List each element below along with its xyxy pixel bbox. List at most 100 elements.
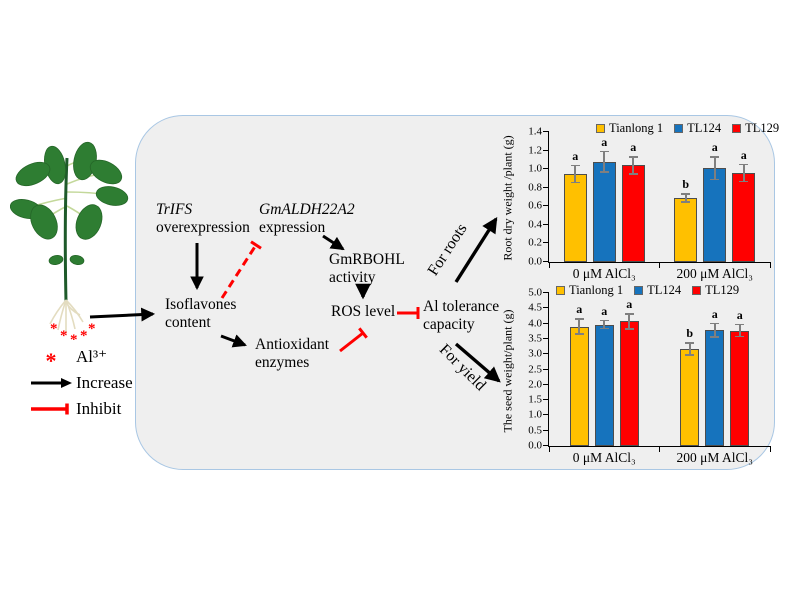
error-bar-line [574, 164, 577, 184]
legend-item: Tianlong 1 [596, 121, 663, 136]
y-tick-label: 2.5 [528, 363, 542, 375]
x-tick-mark [659, 446, 660, 452]
x-tick-mark [659, 262, 660, 268]
error-bar-cap-top [599, 319, 609, 322]
significance-letter: a [601, 134, 608, 149]
legend-swatch [556, 286, 565, 295]
y-tick-mark [543, 353, 549, 355]
significance-letter: a [711, 306, 718, 321]
y-tick-mark [543, 383, 549, 385]
error-bar-cap-top [685, 342, 695, 344]
legend-item: TL124 [674, 121, 721, 136]
inhibit-label: Inhibit [76, 399, 122, 418]
error-bar-line [713, 322, 716, 338]
al-asterisk-icon: * [45, 348, 57, 373]
legend-swatch [674, 124, 684, 133]
y-tick-label: 0.5 [528, 424, 542, 437]
y-tick-mark [543, 307, 549, 309]
significance-letter: a [572, 148, 579, 163]
category-label: 0 μM AlCl₃ [572, 450, 636, 465]
y-tick-mark [543, 322, 549, 324]
error-bar-line [742, 163, 745, 183]
bar-rect [730, 330, 750, 446]
bar-rect [594, 324, 614, 446]
error-bar-cap-top [710, 322, 720, 325]
ros-label: ROS level [331, 303, 396, 320]
x-tick-mark [769, 446, 771, 452]
y-tick-mark [543, 168, 549, 170]
node-gmrbohl-activity: GmRBOHL activity [329, 251, 405, 287]
significance-letter: b [686, 326, 694, 341]
significance-letter: b [682, 177, 690, 192]
node-antioxidant-enzymes: Antioxidant enzymes [255, 336, 329, 372]
error-bar-line [688, 342, 691, 356]
gmaldh-gene-name: GmALDH22A2 [259, 201, 355, 218]
bar-rect [563, 173, 587, 262]
plant-icon: *** ** [9, 141, 129, 348]
symbol-legend: * Al³⁺ Increase Inhibit [26, 344, 156, 422]
error-bar-cap-top [599, 150, 609, 153]
y-tick-label: 0.6 [528, 199, 542, 212]
x-tick-mark [548, 446, 550, 452]
svg-text:*: * [80, 328, 88, 340]
error-bar-cap-top [624, 313, 634, 315]
y-tick-label: 1.5 [528, 393, 542, 406]
y-tick-mark [543, 131, 549, 132]
y-tick-label: 5.0 [528, 286, 542, 299]
legend-item: TL129 [692, 283, 739, 298]
node-gmaldh-expression: GmALDH22A2 expression [259, 201, 355, 237]
bar-tl124: a [592, 136, 616, 262]
error-bar-line [578, 318, 581, 335]
error-bar-cap-bottom [628, 173, 638, 175]
error-bar-cap-bottom [710, 336, 720, 338]
significance-letter: a [601, 303, 608, 318]
error-bar-line [603, 150, 606, 173]
bar-rect [680, 349, 700, 446]
y-tick-mark [543, 337, 549, 339]
inhibit-bar-icon [26, 403, 76, 415]
error-bar-cap-top [628, 156, 638, 158]
bar-rect [732, 172, 756, 262]
y-tick-label: 0.8 [528, 181, 542, 194]
bar-tl129: a [732, 149, 756, 262]
y-tick-label: 0.4 [528, 218, 542, 231]
plant-stem [63, 157, 69, 303]
error-bar-cap-bottom [599, 171, 609, 173]
error-bar-line [628, 313, 631, 330]
y-tick-label: 0.2 [528, 236, 542, 249]
bar-tl124: a [594, 305, 614, 446]
bar-tianlong-1: a [563, 150, 587, 262]
significance-letter: a [576, 302, 583, 317]
legend-series-label: Tianlong 1 [609, 121, 664, 135]
legend-series-label: TL129 [745, 121, 780, 135]
al-asterisks: *** ** [50, 321, 96, 348]
error-bar-cap-bottom [681, 201, 691, 203]
plant-leaves [9, 141, 129, 266]
bar-tl124: a [705, 308, 725, 446]
gmrbohl-line2: activity [329, 269, 376, 286]
x-tick-mark [769, 262, 771, 268]
error-bar-line [632, 156, 635, 175]
bar-tl129: a [730, 309, 750, 446]
node-al-tolerance-capacity: Al tolerance capacity [423, 298, 499, 334]
significance-letter: a [740, 147, 747, 162]
y-tick-mark [543, 414, 549, 416]
category-label: 200 μM AlCl₃ [676, 266, 753, 281]
gmrbohl-line1: GmRBOHL [329, 251, 405, 268]
bar-rect [703, 168, 727, 262]
y-tick-label: 2.0 [528, 378, 542, 391]
legend-series-label: TL124 [647, 283, 682, 297]
legend-series-label: TL129 [705, 283, 740, 297]
bar-rect [621, 165, 645, 262]
error-bar-cap-bottom [739, 180, 749, 183]
